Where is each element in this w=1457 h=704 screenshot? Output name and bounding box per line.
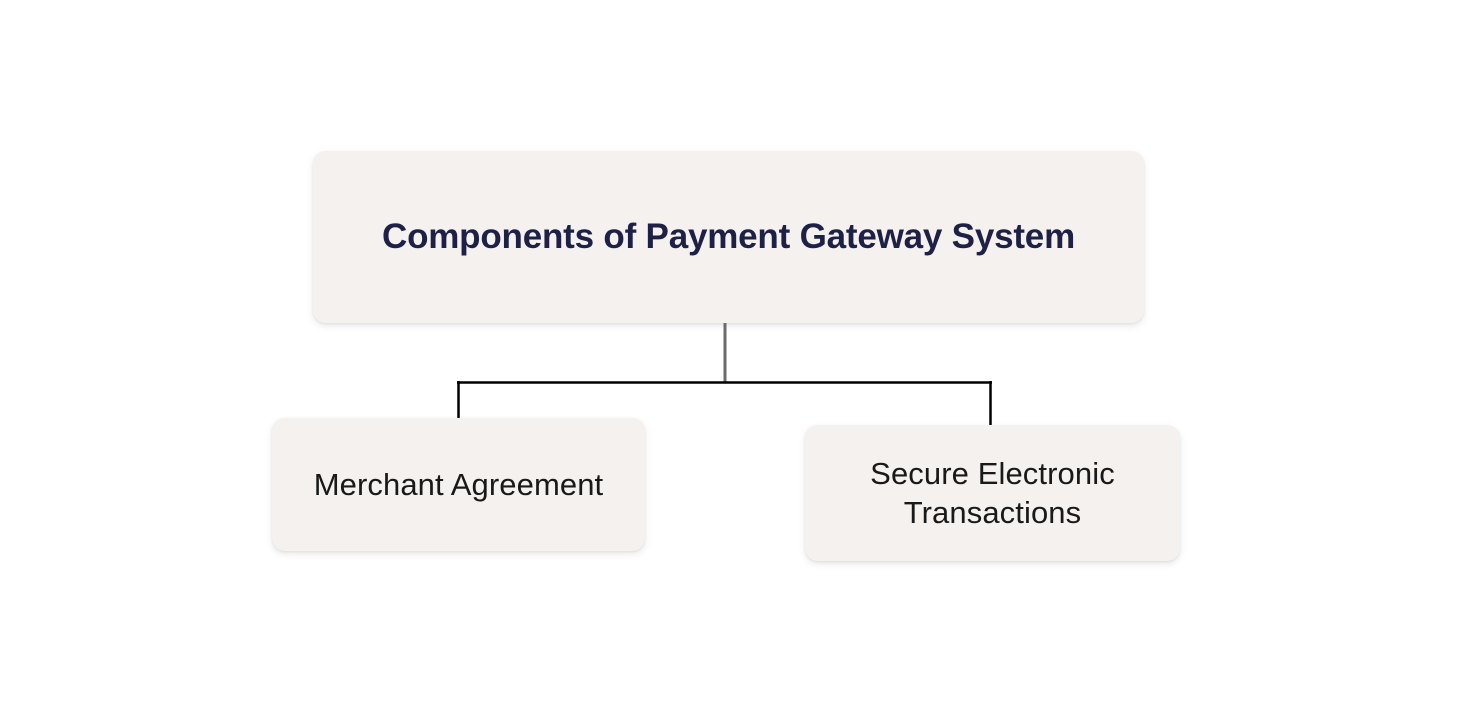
node-merchant-agreement[interactable]: Merchant Agreement xyxy=(272,418,645,551)
node-secure-electronic-transactions[interactable]: Secure Electronic Transactions xyxy=(805,425,1180,561)
node-root-components-of-payment-gateway-system[interactable]: Components of Payment Gateway System xyxy=(313,151,1144,323)
node-secure-electronic-transactions-label: Secure Electronic Transactions xyxy=(870,456,1115,530)
node-root-label: Components of Payment Gateway System xyxy=(382,217,1075,256)
node-merchant-agreement-label: Merchant Agreement xyxy=(313,467,604,502)
